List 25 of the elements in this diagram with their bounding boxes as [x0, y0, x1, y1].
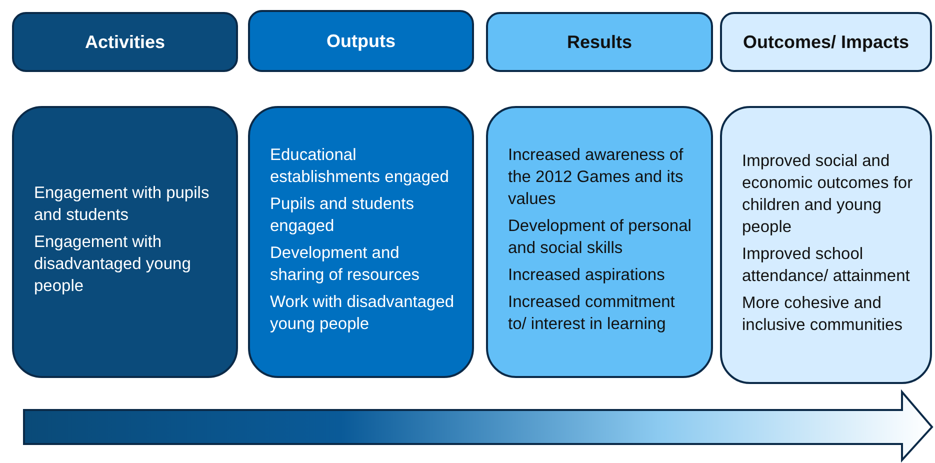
- item-text: Development of personal and social skills: [508, 216, 692, 259]
- stage-box: [12, 106, 238, 378]
- item-text: Improved school attendance/ attainment: [742, 244, 911, 286]
- item-text: Improved social and economic outcomes for children and young people: [742, 150, 914, 238]
- header-text: Results: [566, 32, 632, 52]
- stage-box: [720, 106, 932, 384]
- item-text: More cohesive and inclusive communities: [742, 292, 904, 336]
- item-text: Educational establishments engaged: [270, 145, 450, 188]
- column-header-box: [720, 12, 932, 72]
- column-header-box: [12, 12, 238, 72]
- stage-box: [248, 106, 474, 378]
- item-text: Engagement with disadvantaged young people: [34, 232, 192, 297]
- item-text: Increased awareness of the 2012 Games and its values: [508, 145, 684, 210]
- header-text: Activities: [84, 32, 166, 52]
- stage-box: [486, 106, 713, 378]
- column-header-box: [486, 12, 713, 72]
- item-text: Increased aspirations: [508, 265, 666, 286]
- item-text: Development and sharing of resources: [270, 243, 420, 286]
- header-text: Outcomes/ Impacts: [742, 32, 910, 52]
- column-header-box: [248, 10, 474, 72]
- item-text: Pupils and students engaged: [270, 194, 416, 237]
- item-text: Work with disadvantaged young people: [270, 292, 456, 335]
- item-text: Engagement with pupils and students: [34, 183, 210, 226]
- item-text: Increased commitment to/ interest in learning: [508, 292, 676, 335]
- header-text: Outputs: [326, 30, 396, 52]
